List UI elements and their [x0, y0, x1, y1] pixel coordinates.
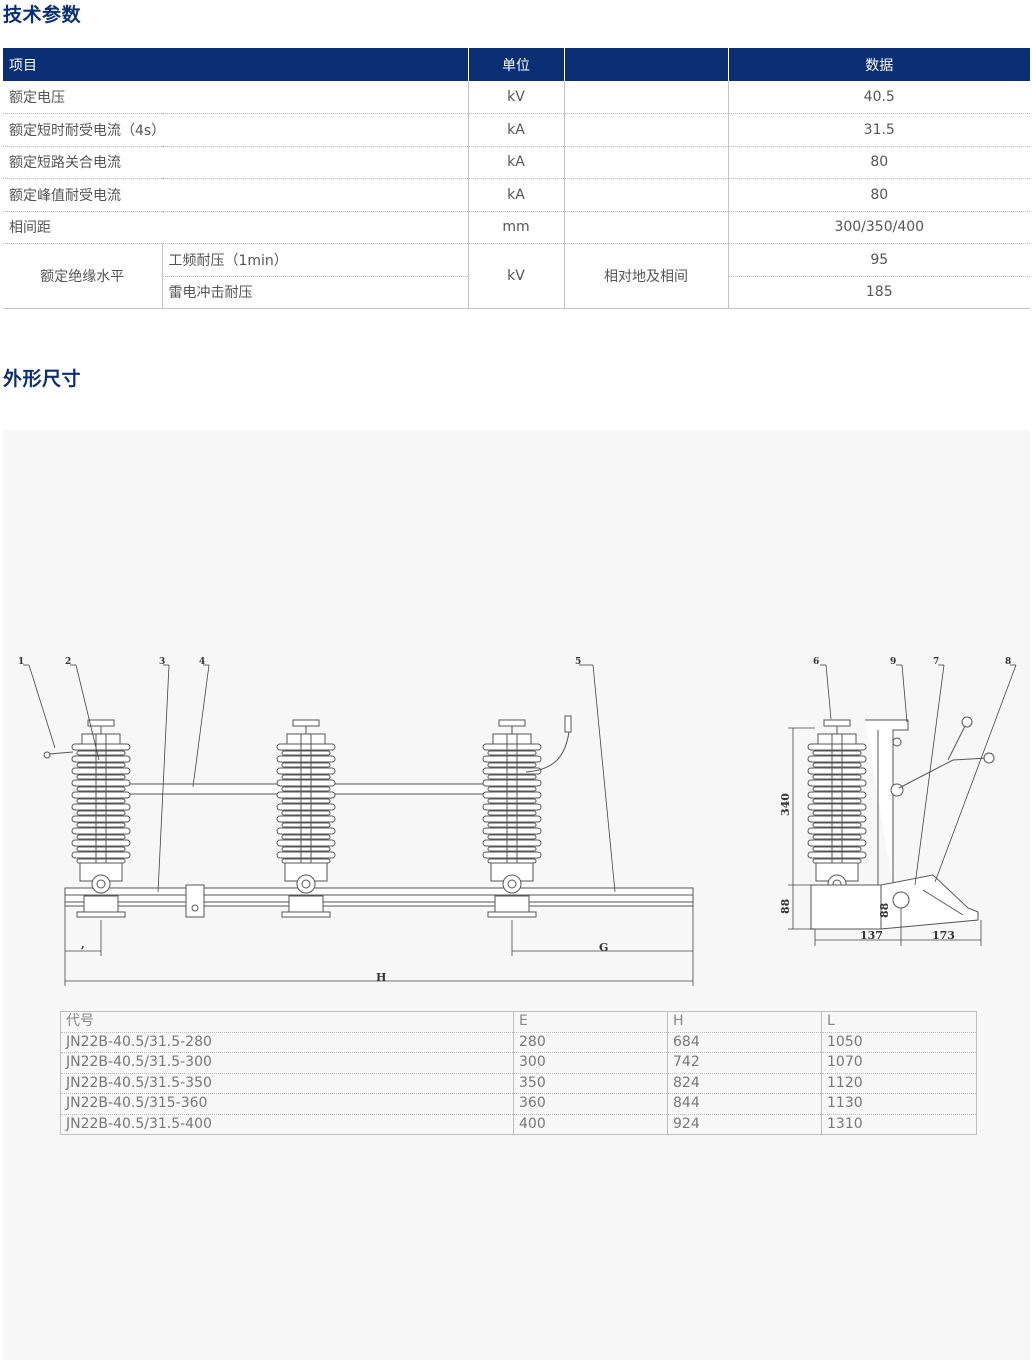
dim-340-label: 340 — [779, 793, 792, 816]
spec-unit: kA — [468, 113, 565, 147]
dim-g-label: G — [599, 941, 608, 954]
dim-l: 1070 — [821, 1052, 977, 1074]
spec-value: 40.5 — [728, 81, 1030, 114]
callout-3: 3 — [159, 657, 165, 667]
insulation-unit: kV — [468, 243, 565, 309]
spec-item: 额定短时耐受电流（4s） — [3, 113, 469, 147]
dim-e: 280 — [513, 1032, 668, 1053]
spec-header-row: 项目 单位 数据 — [3, 48, 1030, 81]
dim-h: 684 — [667, 1032, 822, 1053]
table-row: JN22B-40.5/31.5-300 300 742 1070 — [60, 1052, 977, 1074]
table-row: JN22B-40.5/315-360 360 844 1130 — [60, 1093, 977, 1115]
section-title-tech-params: 技术参数 — [3, 4, 82, 26]
dim-h: 844 — [667, 1093, 822, 1115]
dim-e: 400 — [513, 1114, 668, 1135]
spec-row-insulation: 额定绝缘水平 工频耐压（1min） kV 相对地及相间 95 — [3, 243, 1030, 309]
dimension-header-row: 代号 E H L — [60, 1011, 977, 1033]
dim-header-e: E — [513, 1011, 668, 1033]
dim-code: JN22B-40.5/31.5-400 — [60, 1114, 514, 1135]
dimension-drawing-panel: 1 2 3 4 5 6 9 7 8 H G , — [3, 430, 1030, 1360]
spec-blank — [564, 146, 729, 179]
dim-header-l: L — [821, 1011, 977, 1033]
dim-l: 1120 — [821, 1073, 977, 1094]
dim-e: 350 — [513, 1073, 668, 1094]
insulation-value2: 185 — [728, 276, 1030, 309]
dim-h-label: H — [376, 971, 386, 984]
spec-unit: kV — [468, 81, 565, 114]
insulation-value1: 95 — [728, 243, 1030, 277]
insulation-label: 额定绝缘水平 — [3, 243, 163, 309]
dim-header-h: H — [667, 1011, 822, 1033]
spec-item: 相间距 — [3, 211, 469, 244]
spec-item: 额定短路关合电流 — [3, 146, 469, 179]
dim-h: 924 — [667, 1114, 822, 1135]
spec-unit: mm — [468, 211, 565, 244]
spec-row: 相间距 mm 300/350/400 — [3, 211, 1030, 244]
header-unit: 单位 — [468, 48, 565, 81]
table-row: JN22B-40.5/31.5-350 350 824 1120 — [60, 1073, 977, 1094]
insulation-sub1: 工频耐压（1min） — [162, 243, 469, 277]
dim-e-label: , — [81, 938, 85, 951]
dimension-table: 代号 E H L JN22B-40.5/31.5-280 280 684 105… — [60, 1011, 977, 1135]
callout-9: 9 — [890, 657, 896, 667]
dim-code: JN22B-40.5/31.5-350 — [60, 1073, 514, 1094]
dim-code: JN22B-40.5/315-360 — [60, 1093, 514, 1115]
callout-7: 7 — [933, 657, 939, 667]
callout-2: 2 — [65, 657, 71, 667]
dim-e: 300 — [513, 1052, 668, 1074]
dim-h: 824 — [667, 1073, 822, 1094]
spec-row: 额定电压 kV 40.5 — [3, 81, 1030, 114]
dim-88-label-a: 88 — [779, 898, 792, 914]
spec-blank — [564, 178, 729, 212]
table-row: JN22B-40.5/31.5-400 400 924 1310 — [60, 1114, 977, 1135]
spec-blank — [564, 81, 729, 114]
dim-88-label-b: 88 — [878, 902, 891, 918]
dim-code: JN22B-40.5/31.5-280 — [60, 1032, 514, 1053]
spec-row-insulation-2: 雷电冲击耐压 185 — [3, 276, 1030, 309]
spec-blank — [564, 211, 729, 244]
callout-6: 6 — [813, 657, 819, 667]
dim-137-label: 137 — [860, 929, 883, 942]
spec-item: 额定电压 — [3, 81, 469, 114]
spec-unit: kA — [468, 146, 565, 179]
dim-l: 1050 — [821, 1032, 977, 1053]
technical-drawing: 1 2 3 4 5 6 9 7 8 H G , — [18, 657, 1017, 986]
spec-row: 额定峰值耐受电流 kA 80 — [3, 178, 1030, 212]
spec-unit: kA — [468, 178, 565, 212]
spec-value: 80 — [728, 146, 1030, 179]
callout-1: 1 — [18, 657, 24, 667]
dim-e: 360 — [513, 1093, 668, 1115]
table-row: JN22B-40.5/31.5-280 280 684 1050 — [60, 1032, 977, 1053]
spec-item: 额定峰值耐受电流 — [3, 178, 469, 212]
spec-row: 额定短路关合电流 kA 80 — [3, 146, 1030, 179]
dim-173-label: 173 — [932, 929, 955, 942]
dim-header-code: 代号 — [60, 1011, 514, 1033]
section-title-dimensions: 外形尺寸 — [3, 368, 82, 390]
dim-code: JN22B-40.5/31.5-300 — [60, 1052, 514, 1074]
callout-4: 4 — [199, 657, 205, 667]
spec-value: 31.5 — [728, 113, 1030, 147]
header-data: 数据 — [728, 48, 1030, 81]
spec-row: 额定短时耐受电流（4s） kA 31.5 — [3, 113, 1030, 147]
callout-5: 5 — [575, 657, 581, 667]
spec-table: 项目 单位 数据 额定电压 kV 40.5 额定短时耐受电流（4s） kA 31… — [3, 48, 1030, 309]
spec-value: 80 — [728, 178, 1030, 212]
dim-l: 1310 — [821, 1114, 977, 1135]
spec-value: 300/350/400 — [728, 211, 1030, 244]
spec-blank — [564, 113, 729, 147]
callout-8: 8 — [1005, 657, 1011, 667]
insulation-sub2: 雷电冲击耐压 — [162, 276, 469, 309]
dim-h: 742 — [667, 1052, 822, 1074]
header-blank — [564, 48, 729, 81]
dim-l: 1130 — [821, 1093, 977, 1115]
header-item: 项目 — [3, 48, 469, 81]
insulation-note: 相对地及相间 — [564, 243, 729, 309]
